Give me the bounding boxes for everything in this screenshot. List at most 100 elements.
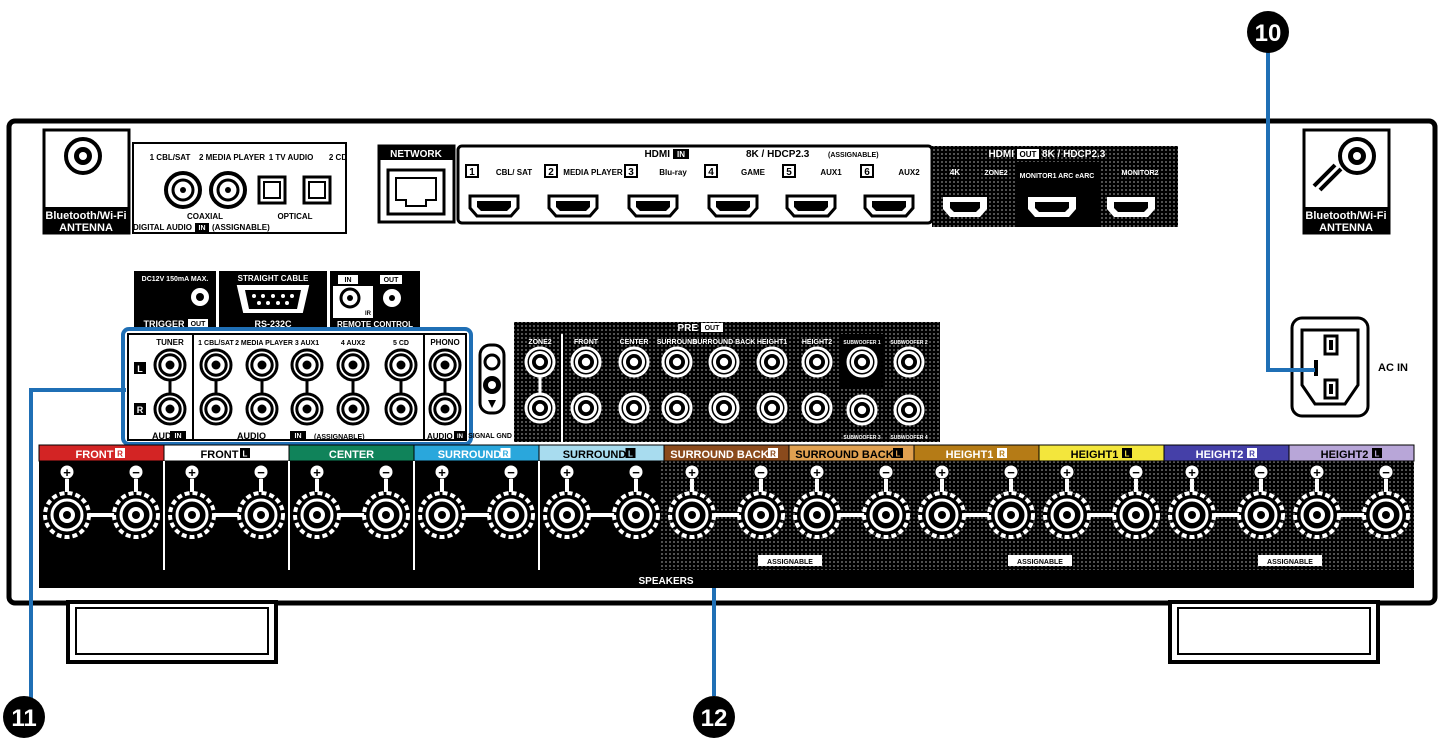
speaker-terminal-plus[interactable]: [793, 491, 841, 539]
hdmi-out-jack-4k[interactable]: [943, 197, 987, 217]
pre-out-jack-bottom-6[interactable]: [756, 392, 788, 424]
audio-in-jack-l-2[interactable]: [199, 348, 233, 382]
pre-out-subwoofer-top-1[interactable]: [846, 346, 878, 378]
pre-out-jack-bottom-4[interactable]: [661, 392, 693, 424]
hdmi-in-port-name: CBL/ SAT: [496, 168, 532, 177]
audio-in-jack-l-7[interactable]: [428, 348, 462, 382]
speaker-terminal-minus[interactable]: [737, 491, 785, 539]
optical-jack-2[interactable]: [302, 175, 332, 205]
audio-in-jack-l-1[interactable]: [153, 348, 187, 382]
pre-out-subwoofer-top-2[interactable]: [893, 346, 925, 378]
audio-in-jack-r-2[interactable]: [199, 392, 233, 426]
antenna-right[interactable]: Bluetooth/Wi-Fi ANTENNA: [1302, 128, 1391, 235]
hdmi-out-jack-monitor1[interactable]: [1028, 197, 1076, 217]
speaker-terminal-plus[interactable]: [668, 491, 716, 539]
audio-in-main-label: AUDIO: [237, 431, 266, 441]
pre-out-jack-top-3[interactable]: [618, 346, 650, 378]
speaker-terminal-plus[interactable]: [418, 491, 466, 539]
antenna-left[interactable]: Bluetooth/Wi-Fi ANTENNA: [42, 128, 131, 235]
speaker-channel-name: HEIGHT1: [1071, 449, 1119, 461]
speaker-terminal-minus[interactable]: [1112, 491, 1160, 539]
audio-in-phono-audio-label: AUDIO: [427, 432, 453, 441]
hdmi-in-assignable: (ASSIGNABLE): [828, 152, 879, 159]
callout-11-highlight: [121, 327, 473, 446]
speaker-terminal-plus[interactable]: [1293, 491, 1341, 539]
remote-ir-label: IR: [365, 311, 372, 317]
speaker-terminal-plus[interactable]: [168, 491, 216, 539]
speaker-terminal-minus[interactable]: [237, 491, 285, 539]
audio-in-jack-l-3[interactable]: [245, 348, 279, 382]
pre-out-jack-bottom-5[interactable]: [708, 392, 740, 424]
speaker-channel-name: SURROUND BACK: [795, 449, 893, 461]
speaker-channel-side-badge: L: [1375, 450, 1380, 459]
pre-out-port-label: SUBWOOFER 1: [843, 340, 880, 346]
audio-in-jack-r-3[interactable]: [245, 392, 279, 426]
callout-10: 10: [1247, 11, 1315, 372]
coaxial-jack-1[interactable]: [164, 171, 202, 209]
coaxial-jack-2[interactable]: [209, 171, 247, 209]
pre-out-jack-bottom-7[interactable]: [801, 392, 833, 424]
pre-out-jack-top-1[interactable]: [524, 346, 556, 378]
audio-in-jack-l-5[interactable]: [336, 348, 370, 382]
audio-in-jack-l-6[interactable]: [384, 348, 418, 382]
speaker-terminal-minus[interactable]: [612, 491, 660, 539]
signal-gnd-terminal[interactable]: [478, 343, 506, 415]
audio-in-jack-r-5[interactable]: [336, 392, 370, 426]
speaker-terminal-plus[interactable]: [543, 491, 591, 539]
rs232c-cable-label: STRAIGHT CABLE: [238, 274, 309, 283]
hdmi-in-port-name: AUX1: [820, 168, 842, 177]
hdmi-out-jack-monitor2[interactable]: [1107, 197, 1155, 217]
rs232c-connector[interactable]: [236, 285, 310, 313]
audio-in-jack-l-4[interactable]: [290, 348, 324, 382]
speaker-terminal-minus[interactable]: [987, 491, 1035, 539]
audio-in-jack-r-1[interactable]: [153, 392, 187, 426]
pre-out-jack-bottom-1[interactable]: [524, 392, 556, 424]
speaker-terminal-plus[interactable]: [293, 491, 341, 539]
audio-in-jack-r-4[interactable]: [290, 392, 324, 426]
pre-out-jack-bottom-2[interactable]: [570, 392, 602, 424]
optical-jack-1[interactable]: [257, 175, 287, 205]
speaker-terminal-minus[interactable]: [362, 491, 410, 539]
speaker-terminal-minus[interactable]: [862, 491, 910, 539]
speaker-terminal-minus[interactable]: [1362, 491, 1410, 539]
hdmi-in-spec: 8K / HDCP2.3: [746, 149, 810, 160]
pre-out-jack-top-2[interactable]: [570, 346, 602, 378]
speaker-terminal-plus[interactable]: [43, 491, 91, 539]
speaker-terminal-plus[interactable]: [1043, 491, 1091, 539]
pre-out-jack-top-5[interactable]: [708, 346, 740, 378]
remote-control-label: REMOTE CONTROL: [337, 320, 413, 329]
pre-out-jack-top-6[interactable]: [756, 346, 788, 378]
audio-in-port-label-4: 4 AUX2: [341, 340, 365, 347]
speaker-channel-name: SURROUND: [563, 449, 627, 461]
audio-in-jack-r-6[interactable]: [384, 392, 418, 426]
speaker-channel-name: SURROUND BACK: [670, 449, 768, 461]
hdmi-out-spec: 8K / HDCP2.3: [1042, 149, 1106, 160]
terminal-plus-sign: +: [438, 465, 446, 480]
speaker-channel-name: HEIGHT2: [1321, 449, 1369, 461]
speaker-terminal-minus[interactable]: [1237, 491, 1285, 539]
speaker-terminal-plus[interactable]: [918, 491, 966, 539]
speaker-terminal-minus[interactable]: [112, 491, 160, 539]
audio-in-assignable: (ASSIGNABLE): [314, 434, 365, 441]
pre-out-jack-top-4[interactable]: [661, 346, 693, 378]
pre-out-jack-bottom-3[interactable]: [618, 392, 650, 424]
pre-out-jack-top-7[interactable]: [801, 346, 833, 378]
network-port[interactable]: NETWORK: [377, 144, 456, 224]
speaker-terminal-minus[interactable]: [487, 491, 535, 539]
speaker-terminal-plus[interactable]: [1168, 491, 1216, 539]
ac-in-socket[interactable]: [1290, 316, 1370, 418]
rs232c-section: STRAIGHT CABLE RS-232C: [219, 271, 327, 329]
pre-out-subwoofer-bottom-1[interactable]: [846, 394, 878, 426]
pre-out-subwoofer-bottom-2[interactable]: [893, 394, 925, 426]
terminal-plus-sign: +: [1313, 465, 1321, 480]
hdmi-in-port-number: 2: [548, 167, 554, 178]
audio-in-jack-r-7[interactable]: [428, 392, 462, 426]
antenna-right-label-line1: Bluetooth/Wi-Fi: [1305, 210, 1386, 222]
